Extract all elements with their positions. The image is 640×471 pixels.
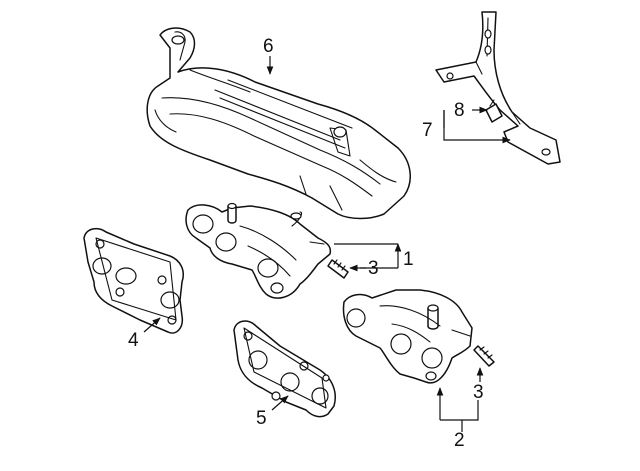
callout-2: 2	[454, 430, 465, 451]
leader-5	[271, 395, 289, 411]
heat-shield-part	[146, 27, 411, 220]
callout-5: 5	[256, 408, 267, 429]
callout-7: 7	[422, 120, 433, 141]
gasket-lower-part	[233, 320, 336, 418]
exhaust-manifold-lower-part	[342, 289, 473, 384]
callout-1: 1	[403, 249, 414, 270]
exhaust-manifold-upper-part	[185, 202, 332, 299]
callout-6: 6	[263, 36, 274, 57]
callout-4: 4	[128, 330, 139, 351]
clip-part	[485, 99, 503, 123]
stud-upper-part	[327, 259, 349, 279]
leader-2	[440, 388, 479, 421]
callout-3b: 3	[473, 382, 484, 403]
leader-lines	[143, 56, 511, 421]
bracket-part	[435, 11, 561, 165]
callout-3a: 3	[368, 258, 379, 279]
callout-8: 8	[454, 100, 465, 121]
gasket-left-part	[83, 227, 184, 334]
leader-4	[143, 317, 161, 333]
stud-lower-part	[473, 345, 495, 367]
leader-1	[334, 244, 398, 269]
